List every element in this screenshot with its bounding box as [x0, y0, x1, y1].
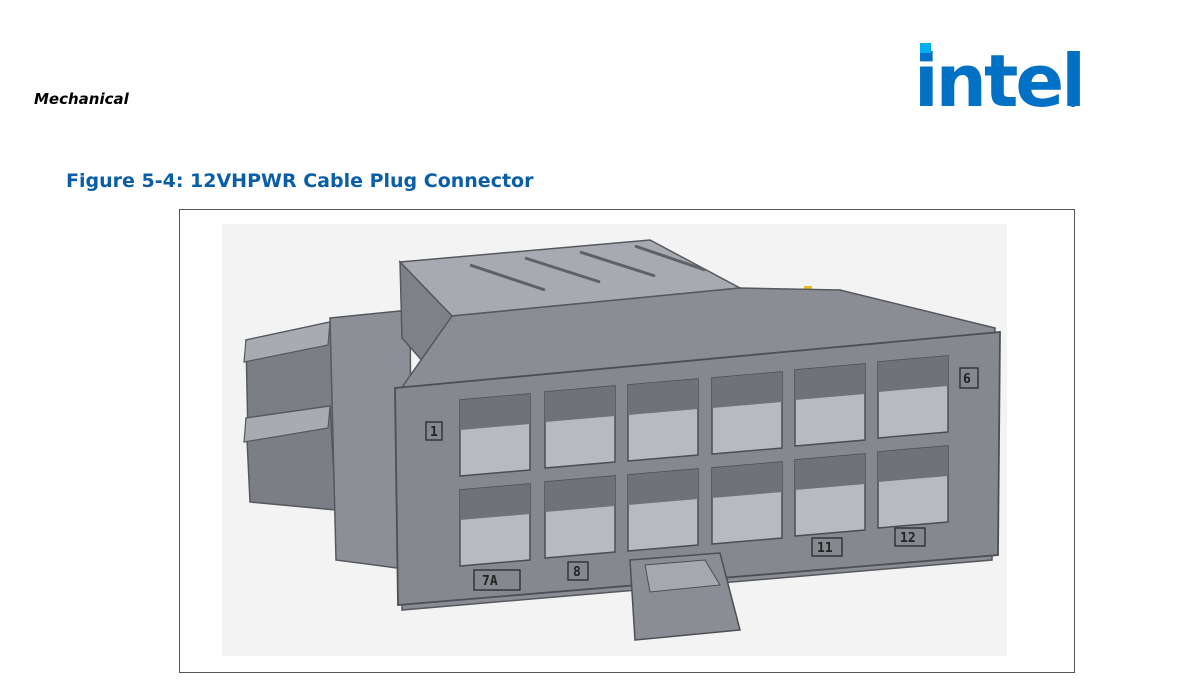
figure-caption: Figure 5-4: 12VHPWR Cable Plug Connector — [66, 170, 534, 192]
logo-dot-icon — [920, 43, 931, 53]
connector-illustration: 1 6 7A 8 11 12 — [222, 224, 1007, 656]
section-label: Mechanical — [34, 90, 129, 108]
pin-label-1: 1 — [430, 425, 438, 440]
pin-label-7a: 7A — [482, 574, 498, 589]
pin-label-12: 12 — [900, 531, 916, 546]
logo-text: intel — [914, 40, 1082, 115]
pin-label-8: 8 — [573, 565, 581, 580]
figure-frame: 1 6 7A 8 11 12 — [179, 209, 1075, 673]
pin-label-6: 6 — [963, 372, 971, 387]
registered-mark-icon — [1068, 98, 1078, 108]
pin-label-11: 11 — [817, 541, 833, 556]
intel-logo: intel — [912, 39, 1086, 123]
